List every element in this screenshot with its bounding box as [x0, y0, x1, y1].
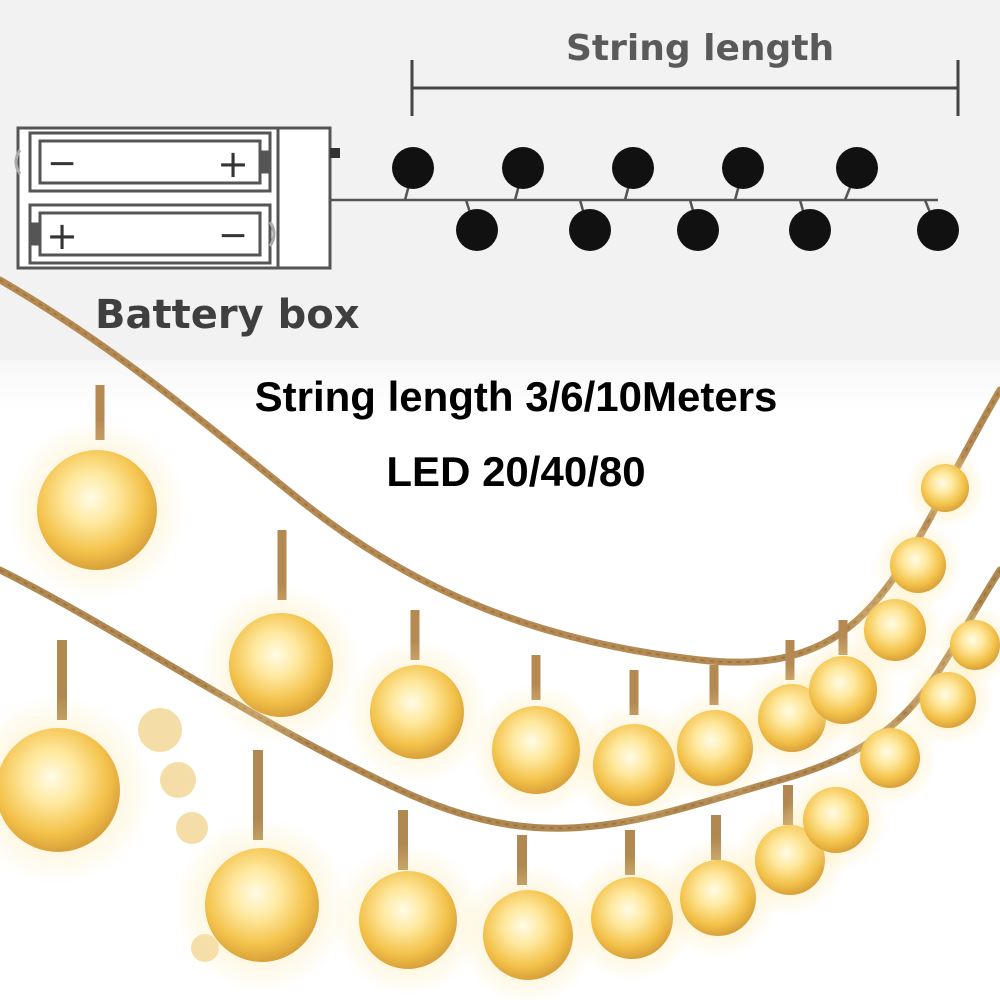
bulb [458, 835, 598, 1000]
minus-sign-bottom: − [218, 215, 248, 256]
battery-box-diagram [14, 126, 340, 270]
plus-sign-bottom: + [46, 214, 78, 258]
string-length-label: String length [566, 28, 835, 69]
diagram-led-dots [392, 147, 959, 251]
led-dot [612, 147, 654, 189]
bulb [905, 448, 985, 528]
upper-bulbs [7, 385, 985, 827]
bulb [842, 710, 938, 806]
bulb [174, 750, 350, 993]
bulb [345, 610, 489, 784]
battery-top [28, 131, 272, 193]
bulb [0, 640, 153, 885]
spec-string-length: String length 3/6/10Meters [254, 373, 778, 420]
led-dot [392, 147, 434, 189]
led-dot [456, 209, 498, 251]
bulb [201, 530, 361, 745]
minus-sign-top: − [47, 143, 77, 184]
bulb [935, 605, 1000, 685]
bulb [7, 385, 187, 600]
bulb [874, 521, 962, 609]
led-dot [569, 209, 611, 251]
bulb [332, 810, 484, 996]
led-dot [502, 147, 544, 189]
led-dot [789, 209, 831, 251]
led-dot [677, 209, 719, 251]
led-dot [917, 209, 959, 251]
bulb [470, 655, 602, 816]
battery-bottom [28, 203, 272, 265]
plus-sign-top: + [217, 142, 249, 186]
spec-led-count: LED 20/40/80 [386, 448, 646, 495]
lower-bulbs [0, 605, 1000, 1000]
led-dot [836, 147, 878, 189]
string-length-dimension [410, 60, 960, 116]
battery-box-label: Battery box [95, 292, 360, 338]
led-dot [722, 147, 764, 189]
